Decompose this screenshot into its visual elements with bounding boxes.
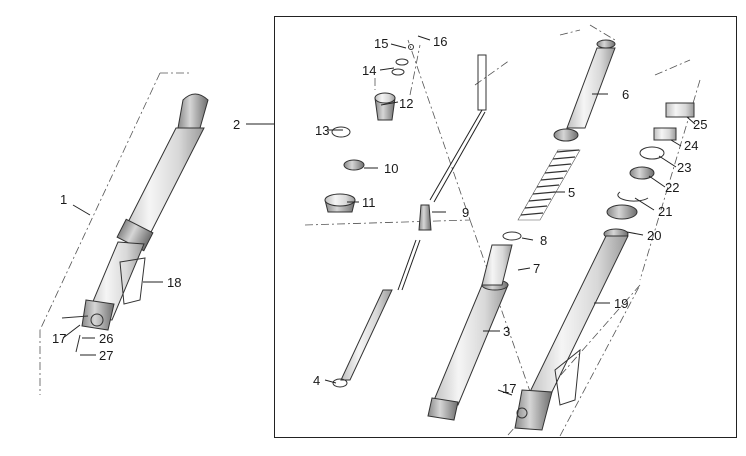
callout-10: 10 xyxy=(384,161,398,176)
callout-25: 25 xyxy=(693,117,707,132)
callout-2: 2 xyxy=(233,117,240,132)
callout-17a: 17 xyxy=(52,331,66,346)
callout-12: 12 xyxy=(399,96,413,111)
callout-26: 26 xyxy=(99,331,113,346)
callout-18: 18 xyxy=(167,275,181,290)
callout-5: 5 xyxy=(568,185,575,200)
callout-15: 15 xyxy=(374,36,388,51)
detail-frame xyxy=(274,16,737,438)
callout-19: 19 xyxy=(614,296,628,311)
lower-leg xyxy=(514,228,629,431)
callout-1: 1 xyxy=(60,192,67,207)
ring-8 xyxy=(502,231,522,241)
fork-leg-assembly xyxy=(39,72,209,395)
fork-spring xyxy=(517,149,581,221)
callout-3: 3 xyxy=(503,324,510,339)
callout-27: 27 xyxy=(99,348,113,363)
preload-tube xyxy=(553,39,616,142)
callout-22: 22 xyxy=(665,180,679,195)
callout-14: 14 xyxy=(362,63,376,78)
spacer xyxy=(481,244,513,286)
callout-4: 4 xyxy=(313,373,320,388)
seal-stack xyxy=(606,102,695,220)
callout-11: 11 xyxy=(362,195,376,210)
callout-23: 23 xyxy=(677,160,691,175)
damper-rod xyxy=(332,54,487,388)
callout-17b: 17 xyxy=(502,381,516,396)
callout-6: 6 xyxy=(622,87,629,102)
callout-16: 16 xyxy=(433,34,447,49)
callout-13: 13 xyxy=(315,123,329,138)
callout-24: 24 xyxy=(684,138,698,153)
callout-8: 8 xyxy=(540,233,547,248)
callout-21: 21 xyxy=(658,204,672,219)
outer-tube xyxy=(427,279,509,421)
callout-20: 20 xyxy=(647,228,661,243)
callout-7: 7 xyxy=(533,261,540,276)
callout-9: 9 xyxy=(462,205,469,220)
